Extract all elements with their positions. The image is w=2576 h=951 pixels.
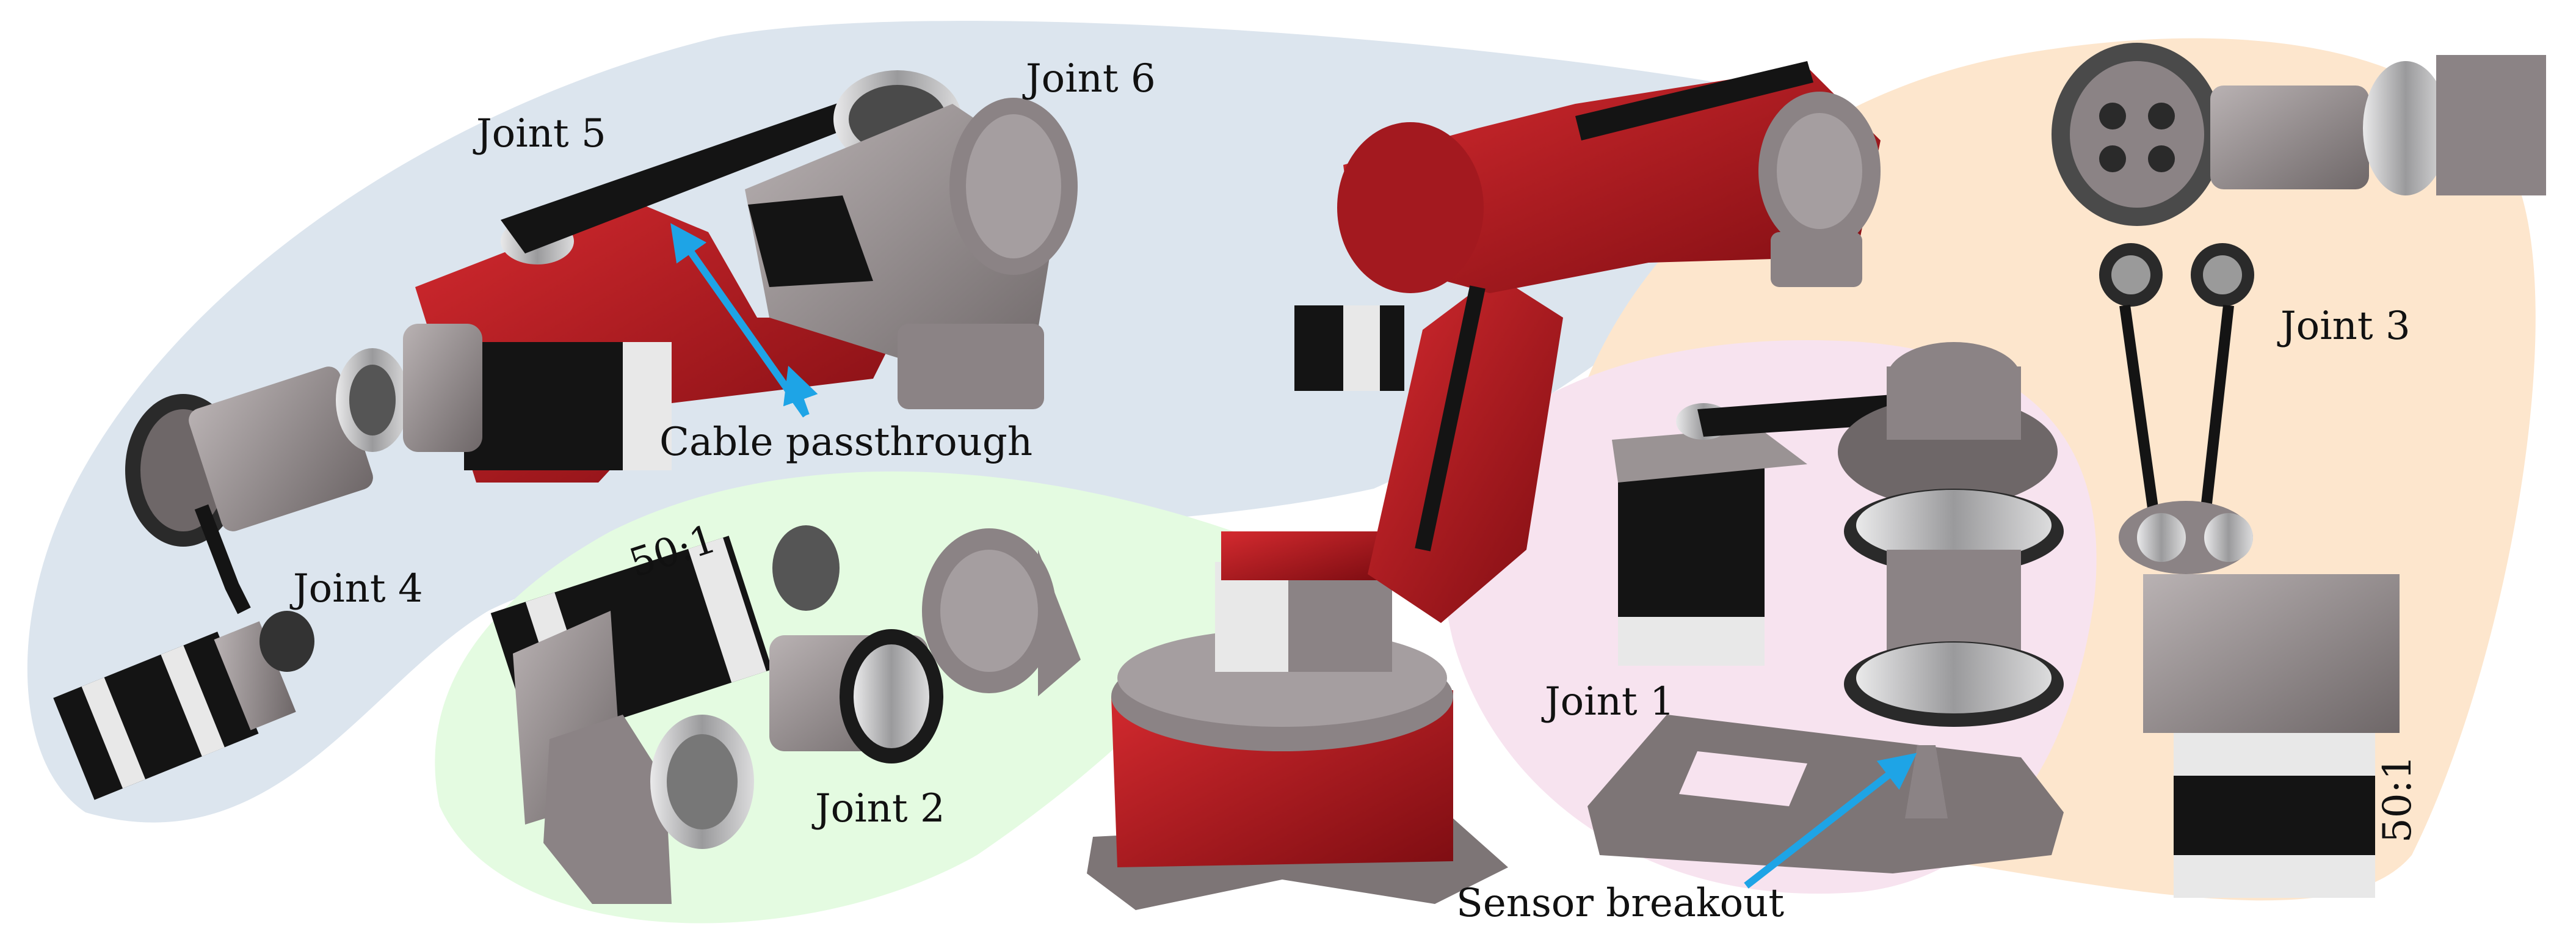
joint2-assembly [490,525,1081,904]
joint6-assembly [745,98,1078,409]
label-joint1: Joint 1 [1541,679,1675,724]
label-joint6: Joint 6 [1022,56,1156,101]
label-joint2: Joint 2 [811,786,945,831]
cable-passthrough-arrows [670,223,818,418]
label-joint4: Joint 4 [289,566,423,611]
label-joint3: Joint 3 [2277,304,2411,349]
joint1-assembly [1587,342,2064,873]
assembled-robot-arm [1087,61,1881,910]
label-cable-passthrough: Cable passthrough [659,420,1032,465]
sensor-breakout-arrow [1744,752,1917,889]
label-ratio-joint3: 50:1 [2375,755,2420,843]
joint3-assembly [2052,43,2546,898]
label-joint5: Joint 5 [473,111,606,156]
joint4-assembly [53,348,409,800]
label-sensor-breakout: Sensor breakout [1456,881,1784,926]
